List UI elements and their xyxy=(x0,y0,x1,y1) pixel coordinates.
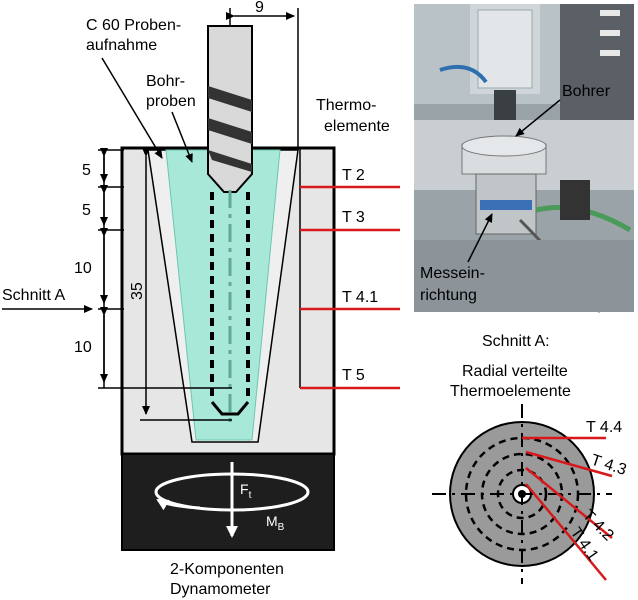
moment-arrow xyxy=(156,498,201,511)
label-t3: T 3 xyxy=(342,209,365,226)
label-t2: T 2 xyxy=(342,167,365,184)
leader-mess xyxy=(467,213,493,263)
section-disk xyxy=(432,404,612,584)
drill-body xyxy=(207,25,253,193)
label-thermo-2: elemente xyxy=(324,118,390,135)
dynamometer-block xyxy=(121,453,335,551)
schnitt-a-label: Schnitt A xyxy=(2,287,65,304)
photo-label-mess-2: richtung xyxy=(420,287,477,304)
label-t5: T 5 xyxy=(342,367,365,384)
label-thermo-1: Thermo- xyxy=(316,97,376,114)
label-t41: T 4.1 xyxy=(342,289,378,306)
label-dyn-1: 2-Komponenten xyxy=(170,561,284,578)
section-sub-1: Radial verteilte xyxy=(462,363,568,380)
label-holder-1: C 60 Proben- xyxy=(86,17,181,34)
thermocouple-t43 xyxy=(525,450,613,478)
label-samples-1: Bohr- xyxy=(146,73,185,90)
leader-holder xyxy=(101,57,163,159)
dim-10a-label: 10 xyxy=(74,260,92,277)
drill-flute-3 xyxy=(208,150,252,172)
dim-9-label: 9 xyxy=(255,0,264,16)
label-t44: T 4.4 xyxy=(586,419,622,436)
section-sub-2: Thermoelemente xyxy=(450,383,571,400)
dim-35-label: 35 xyxy=(129,282,146,300)
label-mb: MB xyxy=(266,513,285,533)
thermocouple-t42 xyxy=(525,467,613,539)
dim-10b-label: 10 xyxy=(74,339,92,356)
label-dyn-2: Dynamometer xyxy=(170,581,271,598)
label-holder-2: aufnahme xyxy=(86,37,157,54)
machine-photo xyxy=(414,4,634,313)
photo-label-mess-1: Messein- xyxy=(420,265,485,282)
label-samples-2: proben xyxy=(146,93,196,110)
photo-label-bohrer: Bohrer xyxy=(562,83,611,100)
section-title: Schnitt A: xyxy=(482,333,550,350)
label-ft: Ft xyxy=(240,481,252,501)
leader-samples xyxy=(171,111,193,163)
drill-flute-2 xyxy=(208,118,252,144)
leader-bohrer xyxy=(515,99,561,137)
drill-flute-1 xyxy=(208,86,252,112)
drill-path-tip xyxy=(210,401,250,416)
dim-5a-label: 5 xyxy=(82,162,91,179)
thermocouple-t41-radial xyxy=(525,483,607,581)
dim-5b-label: 5 xyxy=(82,202,91,219)
